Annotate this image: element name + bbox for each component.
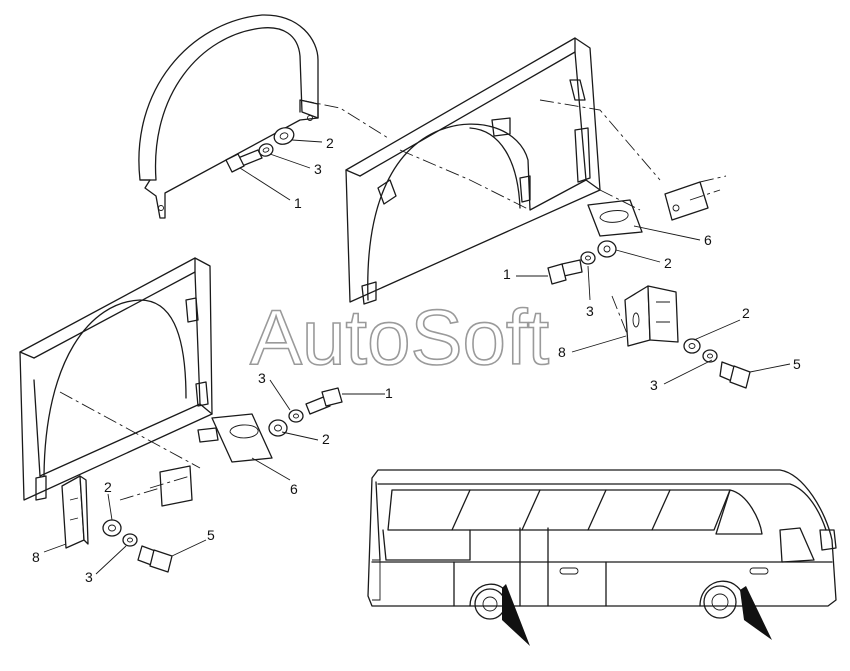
callout-1: 1: [503, 266, 511, 282]
small-fender-bracket: [138, 14, 319, 219]
slotted-bracket-center: [587, 181, 709, 237]
fastener-set-bottom-left: [102, 519, 173, 573]
callout-2: 2: [104, 479, 112, 495]
callout-3: 3: [586, 303, 594, 319]
angle-bracket-right: [624, 285, 679, 347]
callout-1: 1: [385, 385, 393, 401]
callout-3: 3: [258, 370, 266, 386]
callout-5: 5: [793, 356, 801, 372]
slotted-bracket-left: [197, 413, 273, 463]
angle-bracket-left: [61, 475, 89, 549]
callout-2: 2: [664, 255, 672, 271]
callout-8: 8: [32, 549, 40, 565]
callout-2: 2: [742, 305, 750, 321]
bus-illustration: [367, 469, 837, 646]
large-fender-panel-center: [345, 37, 601, 305]
watermark-text: AutoSoft: [250, 293, 550, 381]
callout-2: 2: [322, 431, 330, 447]
callout-3: 3: [650, 377, 658, 393]
fastener-set-top-left: [225, 127, 295, 173]
callout-3: 3: [314, 161, 322, 177]
callout-1: 1: [294, 195, 302, 211]
callout-2: 2: [326, 135, 334, 151]
callout-8: 8: [558, 344, 566, 360]
callout-3: 3: [85, 569, 93, 585]
callout-6: 6: [704, 232, 712, 248]
fastener-set-center: [547, 240, 617, 285]
assembly-lines: [59, 99, 727, 501]
fastener-set-right: [683, 338, 751, 389]
callout-5: 5: [207, 527, 215, 543]
fastener-set-left: [159, 387, 343, 507]
callout-6: 6: [290, 481, 298, 497]
large-fender-panel-left: [19, 257, 213, 501]
leader-lines: [43, 139, 791, 575]
